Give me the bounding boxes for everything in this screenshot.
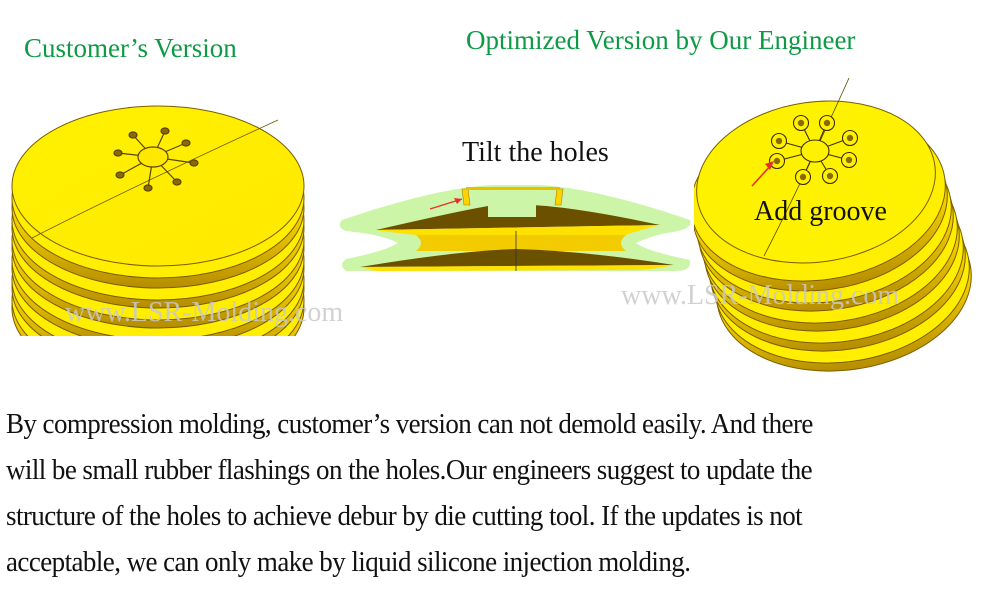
tilt-holes-label: Tilt the holes <box>462 137 609 168</box>
customer-part-figure <box>11 105 305 336</box>
cross-section-figure <box>339 185 691 271</box>
add-groove-label: Add groove <box>754 196 887 227</box>
paragraph-line-1: By compression molding, customer’s versi… <box>6 408 813 440</box>
explanation-paragraph: By compression molding, customer’s versi… <box>6 401 1000 585</box>
paragraph-line-4: acceptable, we can only make by liquid s… <box>6 546 691 578</box>
customer-version-title: Customer’s Version <box>24 33 237 63</box>
watermark-right: www.LSR-Molding.com <box>621 280 900 311</box>
paragraph-line-2: will be small rubber flashings on the ho… <box>6 454 813 486</box>
paragraph-line-3: structure of the holes to achieve debur … <box>6 500 803 532</box>
optimized-part-figure <box>694 78 972 372</box>
watermark-left: www.LSR-Molding.com <box>65 297 344 328</box>
optimized-version-title: Optimized Version by Our Engineer <box>466 25 856 55</box>
